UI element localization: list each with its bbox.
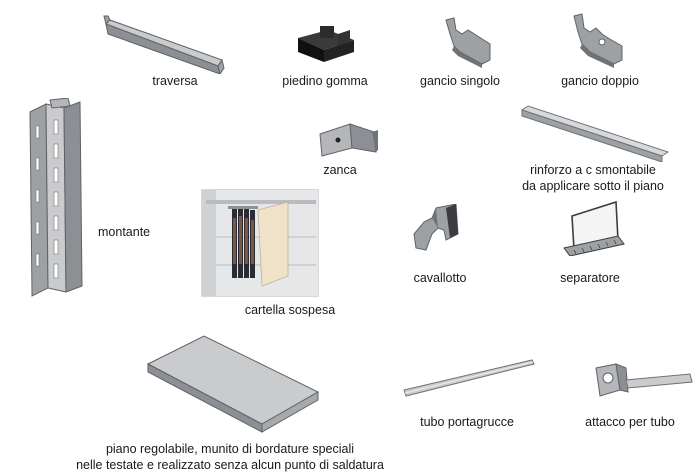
zanca-label: zanca [323, 163, 357, 177]
piedino-gomma-icon [290, 24, 360, 66]
piedino-gomma-label: piedino gomma [282, 74, 368, 88]
rinforzo-label: rinforzo a c smontabile da applicare sot… [508, 162, 678, 194]
rinforzo-label-line2: da applicare sotto il piano [522, 179, 664, 193]
piano-label-line2: nelle testate e realizzato senza alcun p… [76, 458, 384, 472]
gancio-singolo-label: gancio singolo [420, 74, 500, 88]
tubo-portagrucce-label: tubo portagrucce [420, 415, 514, 429]
cartella-sospesa-label: cartella sospesa [244, 303, 336, 317]
separatore-label: separatore [560, 271, 620, 285]
gancio-doppio-label: gancio doppio [561, 74, 639, 88]
attacco-per-tubo-label: attacco per tubo [585, 415, 675, 429]
piano-label: piano regolabile, munito di bordature sp… [60, 441, 400, 473]
separatore-icon [560, 200, 626, 256]
traversa-label: traversa [152, 74, 198, 88]
rinforzo-icon [518, 104, 670, 162]
gancio-doppio-icon [568, 12, 628, 68]
gancio-singolo-icon [440, 16, 496, 68]
attacco-icon [590, 362, 694, 400]
montante-label: montante [98, 225, 151, 239]
rinforzo-label-line1: rinforzo a c smontabile [530, 163, 656, 177]
piano-label-line1: piano regolabile, munito di bordature sp… [105, 442, 355, 456]
montante-icon [24, 98, 86, 298]
tubo-icon [402, 356, 536, 398]
traversa-icon [100, 14, 228, 74]
cavallotto-icon [410, 204, 462, 254]
cavallotto-label: cavallotto [413, 271, 467, 285]
piano-icon [146, 334, 322, 434]
zanca-icon [318, 120, 380, 158]
cartella-sospesa-image [201, 189, 319, 297]
